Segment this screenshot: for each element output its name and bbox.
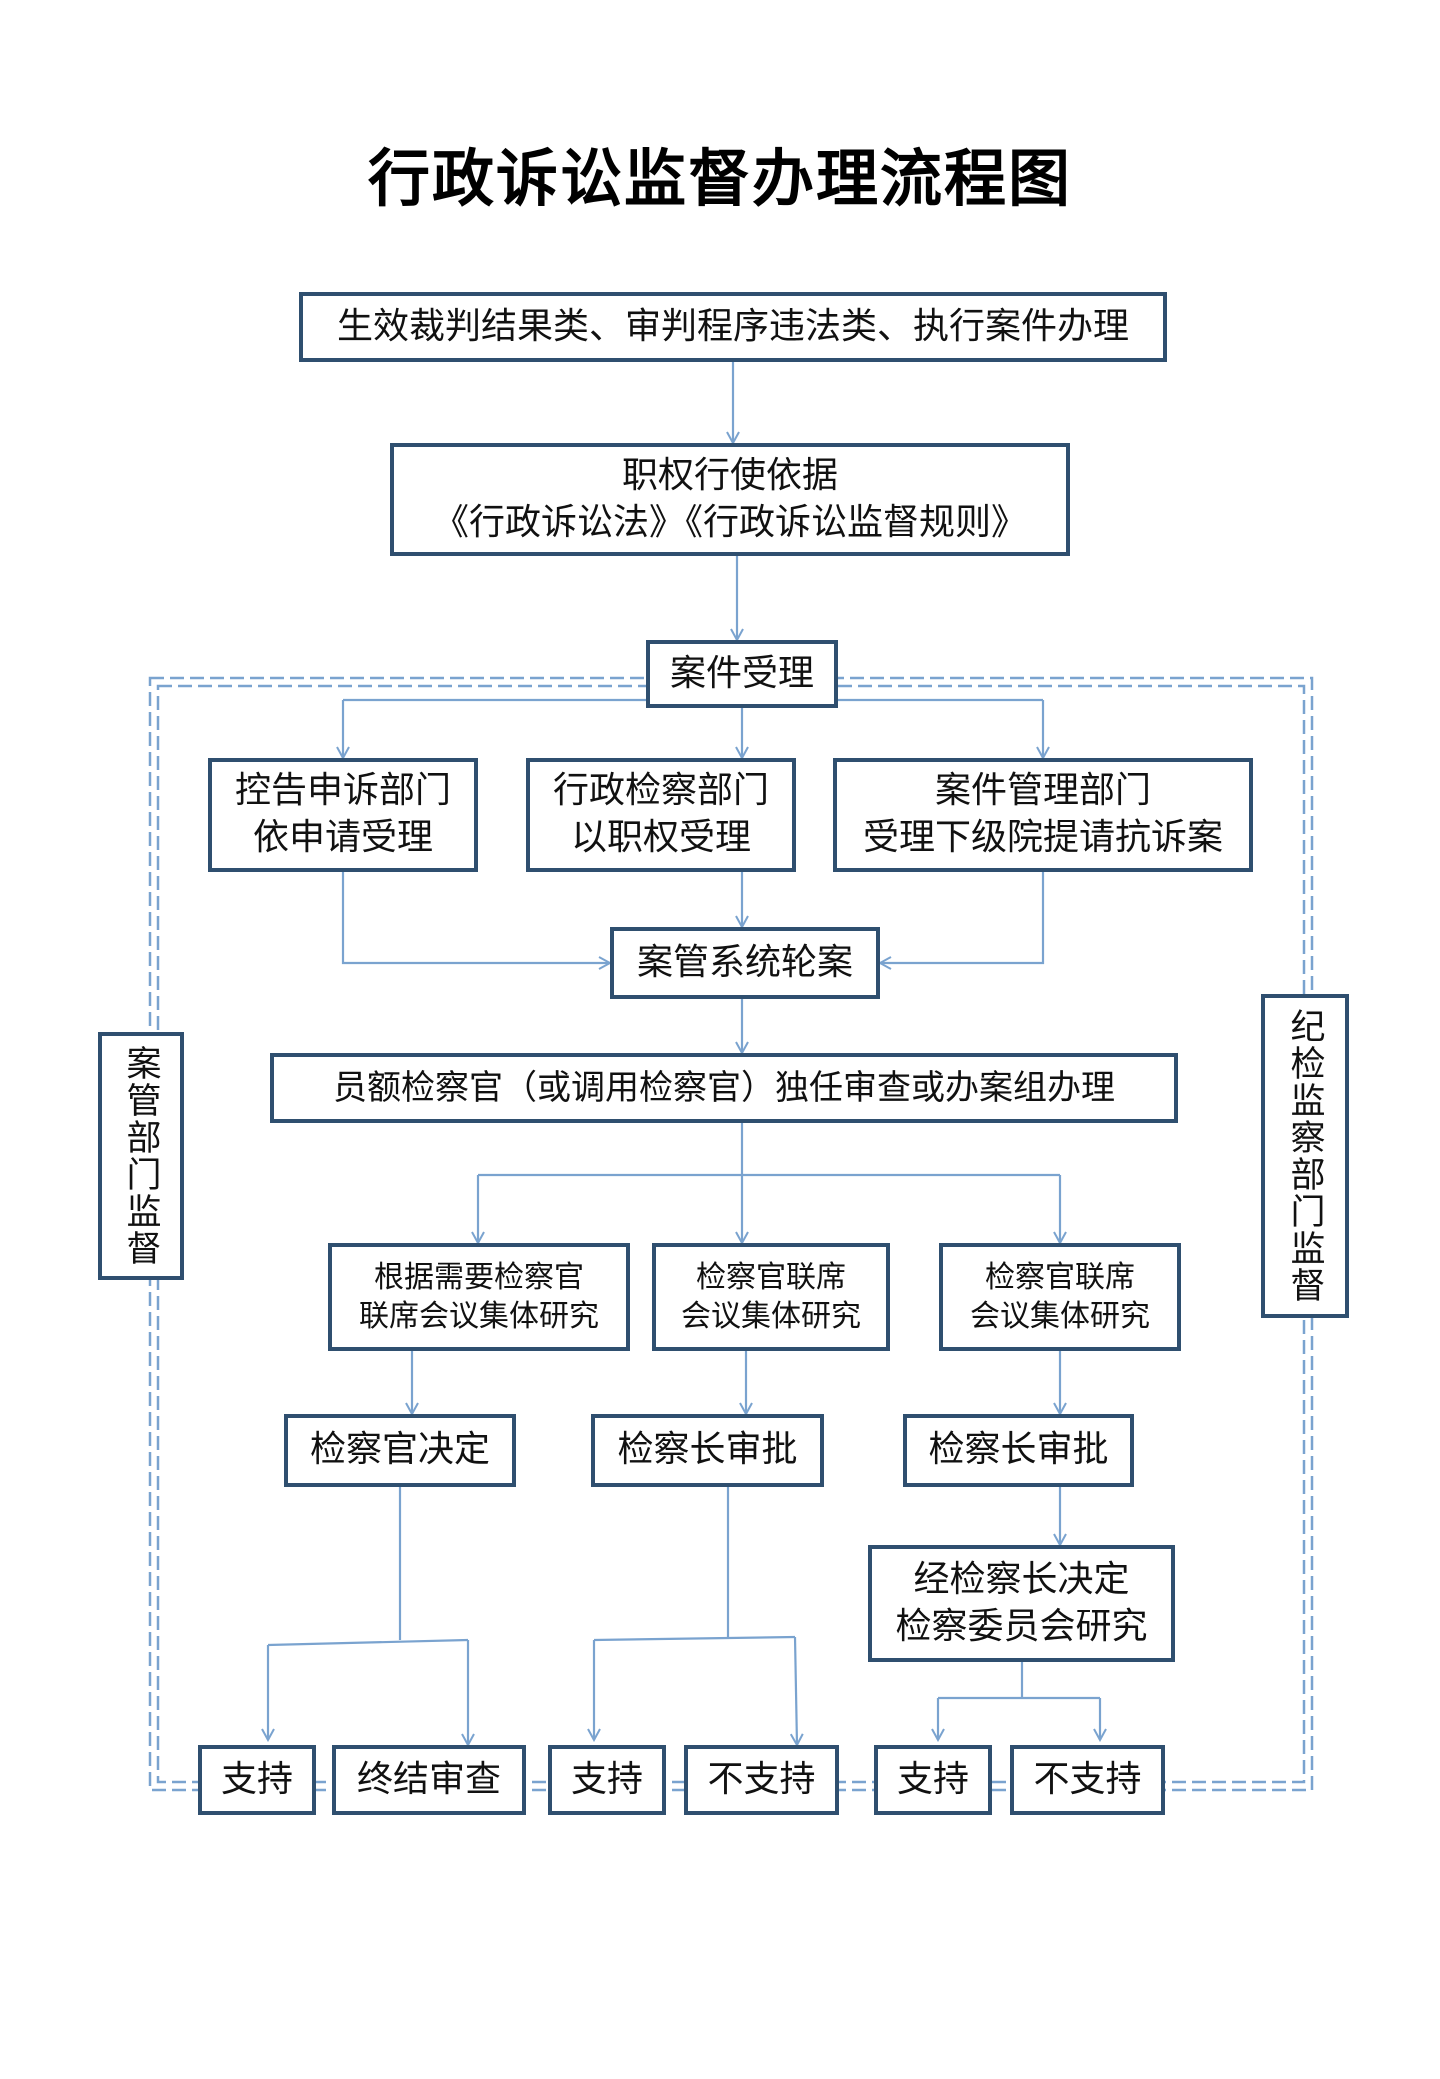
scope-box: 生效裁判结果类、审判程序违法类、执行案件办理 — [299, 292, 1167, 362]
acceptance-text: 案件受理 — [669, 652, 814, 694]
joint-meeting-b-box: 检察官联席 会议集体研究 — [652, 1243, 890, 1351]
joint-b-line2: 会议集体研究 — [681, 1299, 861, 1334]
chief-approval-b-text: 检察长审批 — [617, 1429, 798, 1471]
handler-text: 员额检察官（或调用检察官）独任审查或办案组办理 — [333, 1067, 1115, 1108]
joint-meeting-a-box: 根据需要检察官 联席会议集体研究 — [328, 1243, 630, 1351]
discipline-supervision-text: 纪检监察部门监督 — [1284, 1008, 1325, 1304]
basis-box: 职权行使依据 《行政诉讼法》《行政诉讼监督规则》 — [390, 443, 1070, 556]
chief-approval-c-text: 检察长审批 — [928, 1429, 1109, 1471]
basis-laws: 《行政诉讼法》《行政诉讼监督规则》 — [432, 501, 1027, 543]
casemgmt-dept-mode: 受理下级院提请抗诉案 — [862, 817, 1223, 858]
not-support-3-text: 不支持 — [1033, 1758, 1142, 1800]
outcome-not-support-2: 不支持 — [684, 1745, 839, 1815]
casemgmt-dept-name: 案件管理部门 — [934, 770, 1151, 812]
arrow-to-not-support-2 — [795, 1636, 797, 1745]
joint-meeting-c-box: 检察官联席 会议集体研究 — [939, 1243, 1181, 1351]
admin-dept-mode: 以职权受理 — [570, 817, 751, 858]
outcome-terminate: 终结审查 — [332, 1745, 526, 1815]
support-1-text: 支持 — [220, 1758, 293, 1800]
rotation-box: 案管系统轮案 — [610, 927, 880, 999]
page-title: 行政诉讼监督办理流程图 — [367, 142, 1072, 215]
not-support-2-text: 不支持 — [707, 1758, 816, 1800]
joint-a-line1: 根据需要检察官 — [374, 1260, 584, 1295]
prosecutor-decision-text: 检察官决定 — [309, 1429, 490, 1471]
casemgmt-dept-box: 案件管理部门 受理下级院提请抗诉案 — [833, 758, 1253, 872]
prosecutor-decision-box: 检察官决定 — [284, 1414, 516, 1487]
joint-a-line2: 联席会议集体研究 — [359, 1299, 599, 1334]
basis-title: 职权行使依据 — [621, 454, 838, 496]
discipline-supervision-label: 纪检监察部门监督 — [1261, 994, 1349, 1318]
casemgmt-supervision-label: 案管部门监督 — [98, 1032, 184, 1280]
support-2-text: 支持 — [570, 1758, 643, 1800]
outcome-not-support-3: 不支持 — [1010, 1745, 1165, 1815]
committee-box: 经检察长决定 检察委员会研究 — [868, 1545, 1175, 1662]
arrow-casemgmt-to-rotation — [880, 872, 1045, 963]
scope-text: 生效裁判结果类、审判程序违法类、执行案件办理 — [336, 305, 1129, 347]
terminate-text: 终结审查 — [356, 1758, 501, 1800]
complaint-dept-mode: 依申请受理 — [252, 817, 433, 858]
outcome-support-2: 支持 — [548, 1745, 666, 1815]
committee-line1: 经检察长决定 — [913, 1558, 1130, 1600]
chief-approval-c-box: 检察长审批 — [903, 1414, 1134, 1487]
arrow-complaint-to-rotation — [341, 872, 610, 963]
complaint-dept-name: 控告申诉部门 — [234, 770, 451, 812]
joint-b-line1: 检察官联席 — [696, 1260, 846, 1295]
joint-c-line2: 会议集体研究 — [970, 1299, 1150, 1334]
casemgmt-supervision-text: 案管部门监督 — [120, 1045, 161, 1267]
acceptance-box: 案件受理 — [646, 640, 838, 708]
outcome-support-1: 支持 — [198, 1745, 316, 1815]
rotation-text: 案管系统轮案 — [636, 941, 853, 983]
complaint-dept-box: 控告申诉部门 依申请受理 — [208, 758, 478, 872]
committee-line2: 检察委员会研究 — [895, 1605, 1148, 1647]
joint-c-line1: 检察官联席 — [985, 1260, 1135, 1295]
chief-approval-b-box: 检察长审批 — [591, 1414, 824, 1487]
outcome-support-3: 支持 — [874, 1745, 992, 1815]
admin-dept-name: 行政检察部门 — [552, 770, 769, 812]
handler-box: 员额检察官（或调用检察官）独任审查或办案组办理 — [270, 1053, 1178, 1123]
support-3-text: 支持 — [896, 1758, 969, 1800]
admin-dept-box: 行政检察部门 以职权受理 — [526, 758, 796, 872]
